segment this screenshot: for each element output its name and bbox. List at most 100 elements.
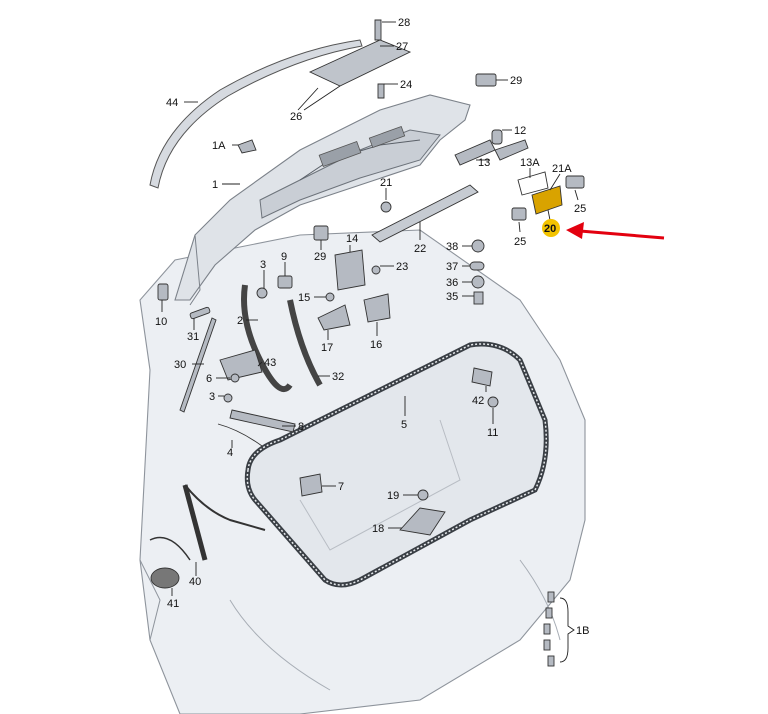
part-17 [317,304,351,331]
callout-11: 11 [487,427,498,439]
part-13A [517,171,549,196]
part-13b [494,139,529,161]
callout-31: 31 [187,331,199,343]
part-15 [325,292,335,302]
part-11 [487,396,499,408]
callout-36: 36 [446,277,458,289]
callout-3-upper: 3 [260,259,266,271]
callout-4: 4 [227,447,233,459]
callout-37: 37 [446,261,458,273]
callout-29-mid: 29 [314,251,326,263]
callout-3-lower: 3 [209,391,215,403]
callout-41: 41 [167,598,179,610]
callout-13A: 13A [520,157,540,169]
callout-28: 28 [398,17,410,29]
callout-16: 16 [370,339,382,351]
part-40-sheath [182,484,208,561]
callout-labels: 28 27 29 24 44 26 12 1A 13 13A 21A 1 21 … [155,17,589,663]
highlight-label: 20 [544,223,556,235]
part-19 [417,489,429,501]
callout-25-left: 25 [514,236,526,248]
part-2-hose [241,284,293,393]
part-24 [377,83,385,99]
callout-5: 5 [401,419,407,431]
callout-6: 6 [206,373,212,385]
part-3-upper [256,287,268,299]
part-31 [189,306,211,320]
part-40-cable [184,484,266,531]
part-16 [363,293,391,323]
callout-7: 7 [338,481,344,493]
callout-29: 29 [510,75,522,87]
callout-25-right: 25 [574,203,586,215]
part-28-bolt [374,19,382,41]
part-32-hose [287,299,323,387]
part-38 [471,239,485,253]
callout-23: 23 [396,261,408,273]
callout-14: 14 [346,233,358,245]
part-14 [334,249,366,291]
part-21 [380,201,392,213]
red-arrow-head [566,222,584,239]
part-3-lower [223,393,233,403]
part-23 [371,265,381,275]
part-1A [237,139,257,154]
part-22-bar [371,184,479,243]
callout-8: 8 [298,421,304,433]
callout-12: 12 [514,125,526,137]
callout-40: 40 [189,576,201,588]
callout-10: 10 [155,316,167,328]
part-43 [219,349,263,381]
callout-30: 30 [174,359,186,371]
callout-9: 9 [281,251,287,263]
part-8 [229,409,296,433]
callout-38: 38 [446,241,458,253]
part-7 [299,473,323,497]
callout-19: 19 [387,490,399,502]
part-18 [399,507,446,536]
callout-35: 35 [446,291,458,303]
part-25-left [511,207,527,221]
highlighted-part-20: 20 [542,209,665,240]
callout-13: 13 [478,157,490,169]
callout-27: 27 [396,41,408,53]
plate-27 [308,39,412,87]
part-30-strut [179,317,217,413]
callout-18: 18 [372,523,384,535]
part-6 [230,373,240,383]
part-10 [157,283,169,301]
part-41 [150,567,180,589]
callout-32: 32 [332,371,344,383]
part-1B-bolts [543,591,555,667]
callout-2: 2 [237,315,243,327]
part-36 [471,275,485,289]
part-42 [471,367,493,387]
part-25-right [565,175,585,189]
part-4-spring [217,423,263,447]
callout-1B: 1B [576,625,589,637]
trim-strip-44 [149,39,363,189]
callout-1A: 1A [212,140,226,152]
callout-42: 42 [472,395,484,407]
small-parts [149,19,585,667]
part-12 [491,129,503,145]
callout-21A: 21A [552,163,572,175]
callout-43: 43 [264,357,276,369]
callout-22: 22 [414,243,426,255]
callout-44: 44 [166,97,178,109]
callout-17: 17 [321,342,333,354]
part-40-wire [149,536,191,561]
highlight-badge [542,219,560,237]
callout-21: 21 [380,177,392,189]
callout-15: 15 [298,292,310,304]
part-37 [469,261,485,271]
part-9 [277,275,293,289]
part-35 [473,291,484,305]
part-29-top [475,73,497,87]
trunk-opening [244,341,549,588]
red-arrow-shaft [579,229,665,240]
callout-24: 24 [400,79,412,91]
callout-1: 1 [212,179,218,191]
trunk-lid [174,94,471,306]
